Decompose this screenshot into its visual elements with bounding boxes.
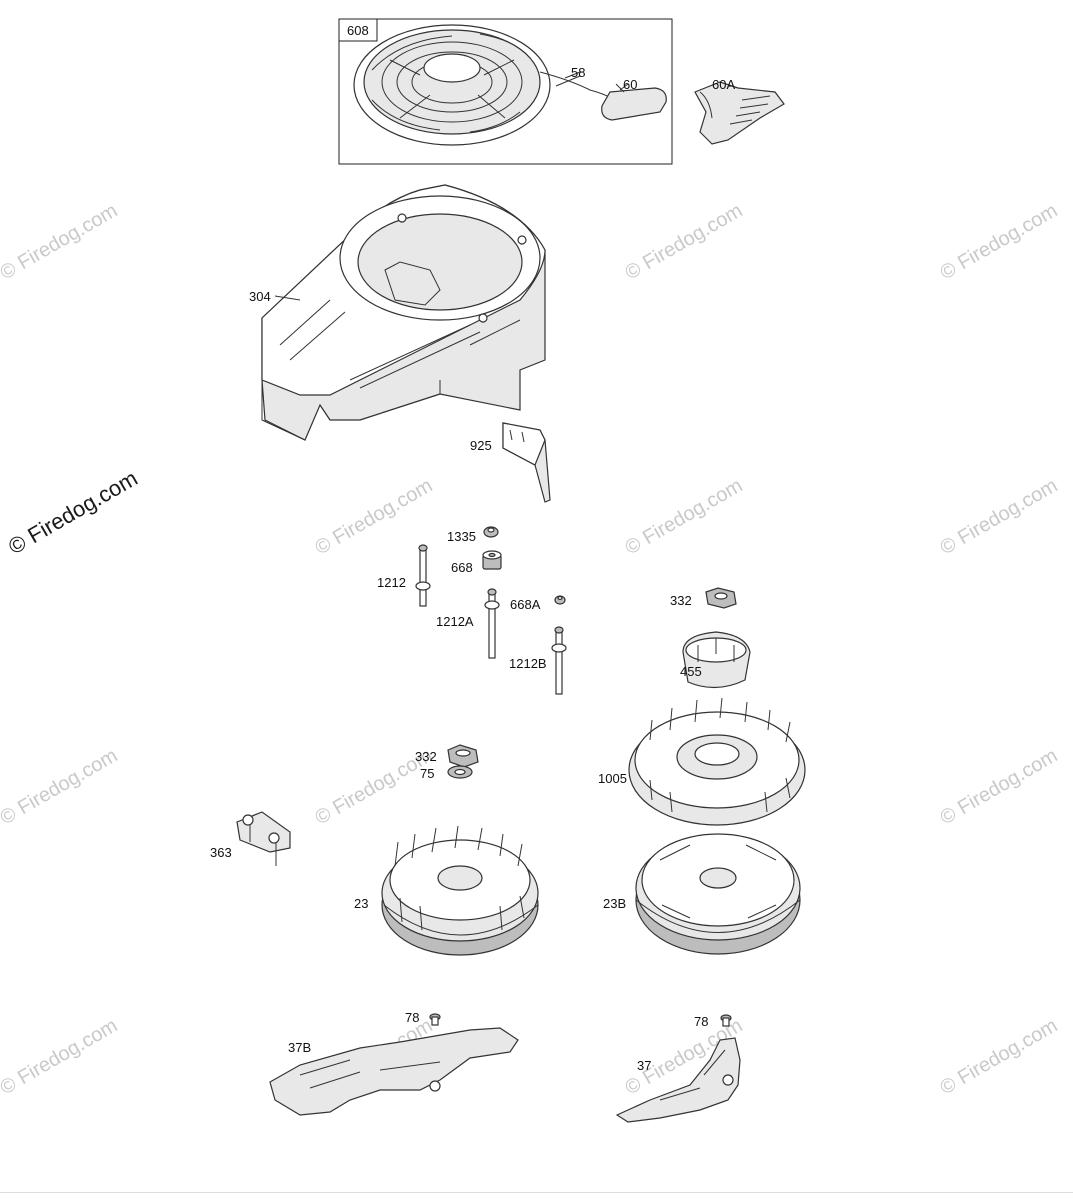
- label-304: 304: [249, 289, 271, 304]
- watermark-text: © Firedog.com: [0, 200, 121, 285]
- part-37B-air-vane[interactable]: [269, 1027, 519, 1116]
- label-608: 608: [347, 23, 369, 38]
- part-37-air-vane[interactable]: [615, 1037, 741, 1123]
- label-668: 668: [451, 560, 473, 575]
- part-608-tag: [338, 18, 378, 42]
- part-78-screw-right[interactable]: [720, 1014, 732, 1027]
- watermark-text: © Firedog.com: [937, 1015, 1062, 1100]
- watermark-text: © Firedog.com: [622, 475, 747, 560]
- part-1212-stud[interactable]: [415, 544, 431, 607]
- label-1212A: 1212A: [436, 614, 474, 629]
- watermark-text: © Firedog.com: [0, 745, 121, 830]
- label-37: 37: [637, 1058, 651, 1073]
- part-78-screw-left[interactable]: [429, 1013, 441, 1026]
- part-23B-flywheel[interactable]: [635, 833, 801, 955]
- part-1212A-stud[interactable]: [484, 588, 500, 659]
- label-60A: 60A: [712, 77, 735, 92]
- watermark-text: © Firedog.com: [0, 1015, 121, 1100]
- callout-labels: 608 58 60 60A 304 925 1335 668 1212 668A…: [210, 23, 735, 1073]
- label-1212B: 1212B: [509, 656, 547, 671]
- label-75: 75: [420, 766, 434, 781]
- label-363: 363: [210, 845, 232, 860]
- watermark-text: © Firedog.com: [312, 475, 437, 560]
- label-23B: 23B: [603, 896, 626, 911]
- part-304-blower-housing[interactable]: [261, 184, 546, 441]
- part-23-flywheel[interactable]: [381, 825, 539, 956]
- watermark-text: © Firedog.com: [937, 745, 1062, 830]
- part-668A-spacer[interactable]: [554, 595, 566, 605]
- label-455: 455: [680, 664, 702, 679]
- label-332-upper: 332: [670, 593, 692, 608]
- part-608-frame: [338, 18, 673, 165]
- label-58: 58: [571, 65, 585, 80]
- part-332-nut-lower[interactable]: [447, 744, 479, 768]
- part-363-ignition-armature[interactable]: [236, 811, 291, 866]
- part-75-washer[interactable]: [447, 765, 473, 779]
- label-23: 23: [354, 896, 368, 911]
- label-78-left: 78: [405, 1010, 419, 1025]
- part-668-spacer[interactable]: [482, 550, 502, 570]
- label-1335: 1335: [447, 529, 476, 544]
- part-925-air-guide[interactable]: [502, 422, 551, 503]
- part-60A-starter-handle[interactable]: [694, 81, 785, 145]
- watermark-text: © Firedog.com: [937, 200, 1062, 285]
- page-bottom-rule: [0, 1192, 1073, 1193]
- watermark-prominent: © Firedog.com: [4, 465, 142, 559]
- label-60: 60: [623, 77, 637, 92]
- part-332-nut-upper[interactable]: [705, 587, 737, 609]
- watermark-text: © Firedog.com: [937, 475, 1062, 560]
- label-332-lower: 332: [415, 749, 437, 764]
- label-1212: 1212: [377, 575, 406, 590]
- label-1005: 1005: [598, 771, 627, 786]
- leader-lines: [274, 75, 625, 301]
- label-668A: 668A: [510, 597, 541, 612]
- part-1005-fan[interactable]: [628, 697, 806, 826]
- part-608-rewind-starter[interactable]: [338, 18, 673, 165]
- part-1335-nut[interactable]: [483, 526, 499, 538]
- watermark-text: © Firedog.com: [622, 200, 747, 285]
- label-37B: 37B: [288, 1040, 311, 1055]
- label-925: 925: [470, 438, 492, 453]
- part-1212B-stud[interactable]: [551, 626, 567, 695]
- label-78-right: 78: [694, 1014, 708, 1029]
- part-455-screen[interactable]: [682, 631, 751, 689]
